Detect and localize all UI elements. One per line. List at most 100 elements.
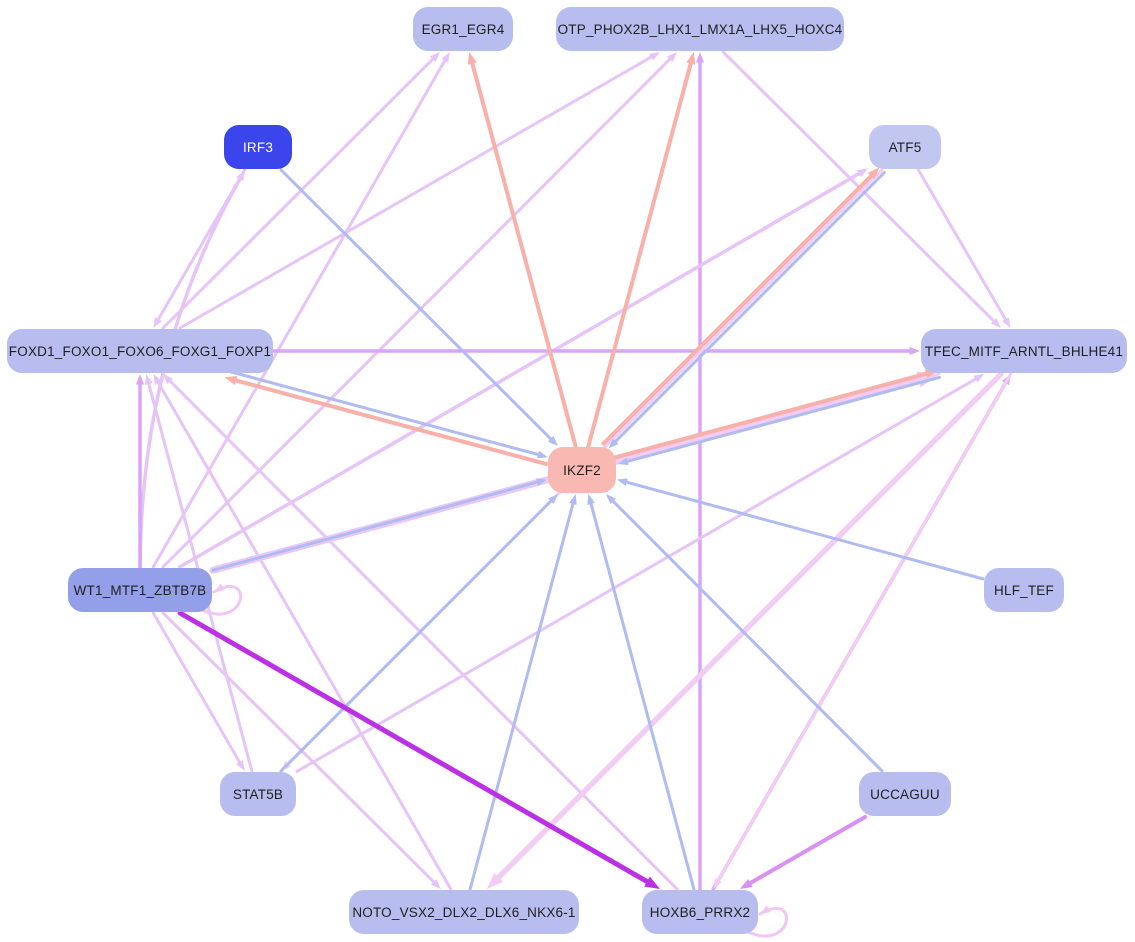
edge-line[interactable] — [224, 369, 541, 457]
graph-edge-IRF3-to-FOXD1[interactable] — [153, 168, 247, 328]
graph-edge-IKZF2-to-OTP[interactable] — [586, 52, 696, 448]
edge-line[interactable] — [167, 378, 679, 891]
edge-arrowhead-icon — [617, 478, 628, 486]
edge-arrowhead-icon — [713, 878, 722, 889]
graph-node-FOXD1[interactable]: FOXD1_FOXO1_FOXO6_FOXG1_FOXP1 — [7, 329, 273, 373]
graph-node-ATF5[interactable]: ATF5 — [869, 125, 941, 169]
graph-edge-WT1-to-WT1[interactable] — [200, 583, 243, 616]
edge-line[interactable] — [469, 58, 578, 448]
graph-edge-FOXD1-to-IKZF2[interactable] — [224, 369, 548, 459]
graph-edge-UCCAGUU-to-IKZF2[interactable] — [605, 494, 884, 773]
graph-node-STAT5B[interactable]: STAT5B — [220, 772, 296, 816]
edge-arrowhead-icon — [587, 494, 595, 505]
graph-edge-ATF5-to-TFEC[interactable] — [916, 168, 1011, 328]
edge-line[interactable] — [468, 501, 575, 891]
edge-line[interactable] — [200, 584, 243, 616]
graph-edge-IKZF2-to-FOXD1[interactable] — [224, 376, 549, 466]
graph-edge-WT1-to-FOXD1[interactable] — [135, 374, 145, 569]
edge-arrowhead-icon — [909, 346, 920, 356]
edge-line[interactable] — [156, 380, 453, 891]
graph-edge-HLF_TEF-to-IKZF2[interactable] — [617, 478, 985, 581]
graph-edge-HOXB6-to-OTP[interactable] — [695, 52, 705, 891]
edge-line[interactable] — [279, 498, 554, 773]
edge-line[interactable] — [156, 168, 247, 322]
edge-line[interactable] — [295, 377, 978, 773]
graph-edge-WT1-to-OTP[interactable] — [161, 52, 678, 569]
graph-edge-TFEC-to-HOXB6[interactable] — [713, 372, 1013, 889]
edge-line[interactable] — [151, 611, 242, 765]
edge-arrowhead-icon — [153, 374, 162, 385]
graph-edge-IRF3-to-IKZF2[interactable] — [279, 168, 558, 446]
edge-line[interactable] — [614, 370, 931, 460]
edge-arrowhead-icon — [537, 450, 548, 459]
graph-node-TFEC[interactable]: TFEC_MITF_ARNTL_BHLHE41 — [921, 329, 1127, 373]
edge-line[interactable] — [151, 58, 447, 569]
graph-node-HLF_TEF[interactable]: HLF_TEF — [984, 568, 1064, 612]
graph-edge-WT1-to-HOXB6[interactable] — [177, 610, 660, 889]
graph-edge-FOXD1-to-OTP[interactable] — [178, 52, 660, 330]
graph-edge-NOTO-to-FOXD1[interactable] — [153, 374, 453, 891]
graph-node-WT1[interactable]: WT1_MTF1_ZBTB7B — [68, 568, 212, 612]
graph-node-IKZF2[interactable]: IKZF2 — [548, 447, 616, 493]
edge-line[interactable] — [716, 372, 1013, 883]
edge-line[interactable] — [211, 480, 540, 572]
edge-line[interactable] — [490, 371, 1004, 886]
graph-edge-FOXD1-to-TFEC[interactable] — [272, 346, 920, 356]
graph-edge-FOXD1-to-EGR1_EGR4[interactable] — [161, 52, 440, 330]
graph-node-OTP[interactable]: OTP_PHOX2B_LHX1_LMX1A_LHX5_HOXC4 — [556, 7, 844, 51]
graph-node-NOTO[interactable]: NOTO_VSX2_DLX2_DLX6_NKX6-1 — [349, 890, 579, 934]
edge-line[interactable] — [161, 56, 673, 569]
edge-arrowhead-icon — [214, 583, 225, 592]
graph-node-IRF3[interactable]: IRF3 — [224, 125, 292, 169]
edge-arrowhead-icon — [617, 457, 629, 466]
edge-line[interactable] — [624, 480, 985, 581]
graph-edge-IKZF2-to-ATF5[interactable] — [601, 167, 880, 446]
edge-line[interactable] — [746, 906, 789, 938]
graph-node-HOXB6[interactable]: HOXB6_PRRX2 — [642, 890, 758, 934]
edge-line[interactable] — [625, 375, 941, 464]
graph-edge-WT1-to-ATF5[interactable] — [177, 168, 868, 569]
edge-line[interactable] — [161, 611, 436, 885]
edge-arrowhead-icon — [608, 438, 619, 449]
graph-edge-NOTO-to-IKZF2[interactable] — [468, 494, 577, 891]
edge-arrowhead-icon — [695, 52, 705, 63]
graph-edge-WT1-to-IKZF2[interactable] — [211, 478, 547, 572]
graph-edge-TFEC-to-IKZF2[interactable] — [617, 375, 941, 466]
graph-edge-HOXB6-to-HOXB6[interactable] — [746, 905, 789, 938]
graph-node-label: WT1_MTF1_ZBTB7B — [73, 582, 207, 598]
edge-line[interactable] — [601, 171, 876, 446]
edge-line[interactable] — [586, 58, 694, 448]
graph-edge-WT1-to-NOTO[interactable] — [161, 611, 441, 889]
graph-node-UCCAGUU[interactable]: UCCAGUU — [859, 772, 951, 816]
edge-line[interactable] — [613, 170, 886, 444]
graph-edge-ATF5-to-IKZF2[interactable] — [608, 170, 886, 449]
edge-line[interactable] — [231, 377, 549, 466]
graph-node-label: IKZF2 — [563, 462, 601, 478]
graph-edge-STAT5B-to-TFEC[interactable] — [295, 374, 985, 773]
graph-edge-STAT5B-to-IKZF2[interactable] — [279, 494, 558, 773]
edge-line[interactable] — [589, 501, 696, 891]
edge-line[interactable] — [279, 168, 554, 442]
graph-node-label: FOXD1_FOXO1_FOXO6_FOXG1_FOXP1 — [8, 343, 272, 359]
graph-node-EGR1_EGR4[interactable]: EGR1_EGR4 — [413, 7, 513, 51]
graph-edge-IKZF2-to-EGR1_EGR4[interactable] — [467, 52, 578, 448]
edge-line[interactable] — [178, 54, 654, 330]
edge-line[interactable] — [177, 171, 862, 569]
edge-arrowhead-icon — [135, 374, 145, 385]
graph-edge-UCCAGUU-to-HOXB6[interactable] — [739, 815, 868, 889]
graph-edge-TFEC-to-NOTO[interactable] — [486, 371, 1004, 889]
graph-edge-HOXB6-to-IKZF2[interactable] — [587, 494, 696, 891]
graph-edge-HOXB6-to-FOXD1[interactable] — [162, 374, 679, 891]
edge-arrowhead-icon — [760, 905, 771, 914]
edge-line[interactable] — [916, 168, 1008, 322]
edge-line[interactable] — [177, 610, 655, 888]
edge-line[interactable] — [745, 815, 868, 887]
graph-node-label: HOXB6_PRRX2 — [649, 904, 751, 920]
edge-line[interactable] — [610, 498, 884, 773]
edge-arrowhead-icon — [649, 52, 660, 61]
edge-line[interactable] — [161, 56, 436, 330]
graph-edge-WT1-to-EGR1_EGR4[interactable] — [151, 52, 450, 569]
edge-arrowhead-icon — [536, 478, 547, 486]
graph-edge-WT1-to-STAT5B[interactable] — [151, 611, 245, 771]
